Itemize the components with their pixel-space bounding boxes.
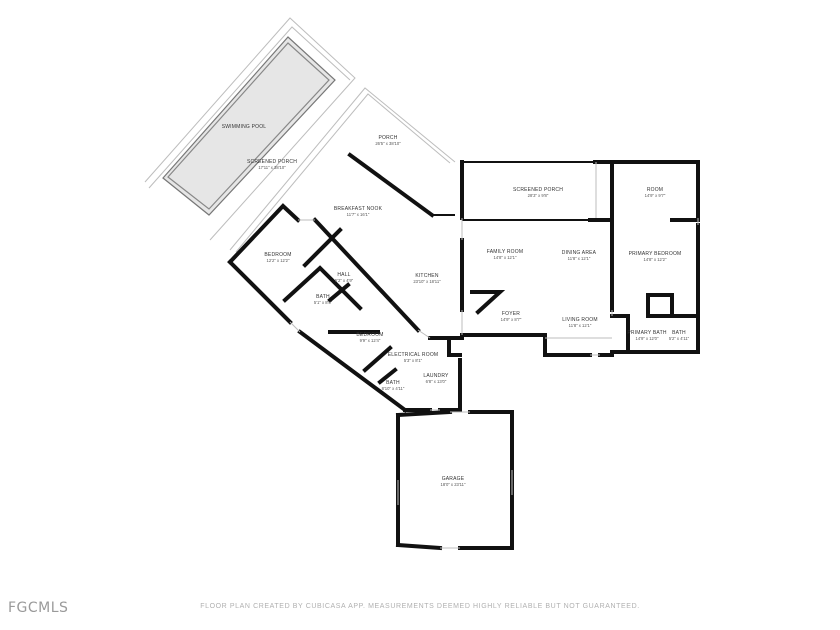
room-dim: 17'11" x 38'10" bbox=[258, 165, 286, 170]
floor-plan-disclaimer: FLOOR PLAN CREATED BY CUBICASA APP. MEAS… bbox=[200, 603, 640, 610]
room-label-primary-bath: PRIMARY BATH 14'9" x 12'0" bbox=[627, 330, 667, 341]
room-label-living-room: LIVING ROOM 11'8" x 12'1" bbox=[562, 317, 598, 328]
room-label-room: ROOM 14'9" x 9'7" bbox=[645, 187, 666, 198]
room-label-porch: PORCH 26'5" x 38'10" bbox=[375, 135, 401, 146]
room-name: BATH bbox=[386, 380, 400, 386]
room-label-garage: GARAGE 18'0" x 23'11" bbox=[441, 476, 466, 487]
room-name: LAUNDRY bbox=[423, 373, 449, 379]
room-dim: 14'8" x 12'1" bbox=[494, 255, 517, 260]
room-dim: 5'1" x 8'5" bbox=[314, 300, 333, 305]
room-name: SWIMMING POOL bbox=[222, 124, 267, 130]
room-label-primary-bedroom: PRIMARY BEDROOM 14'8" x 12'2" bbox=[629, 251, 682, 262]
room-label-breakfast-nook: BREAKFAST NOOK 11'7" x 16'1" bbox=[334, 206, 383, 217]
room-name: KITCHEN bbox=[415, 273, 439, 279]
room-dim: 6'8" x 13'0" bbox=[426, 379, 447, 384]
room-label-electrical-room: ELECTRICAL ROOM 5'3" x 8'1" bbox=[388, 352, 439, 363]
room-dim: 14'9" x 12'0" bbox=[636, 336, 659, 341]
room-name: BREAKFAST NOOK bbox=[334, 206, 383, 212]
room-name: HALL bbox=[337, 272, 350, 278]
room-dim: 5'3" x 8'1" bbox=[404, 358, 423, 363]
room-name: BEDROOM bbox=[356, 332, 383, 338]
room-dim: 26'5" x 38'10" bbox=[375, 141, 401, 146]
room-labels: SWIMMING POOL SCREENED PORCH 17'11" x 38… bbox=[222, 124, 690, 487]
room-label-screened-porch-top: SCREENED PORCH 28'3" x 9'8" bbox=[513, 187, 563, 198]
room-label-pool: SWIMMING POOL bbox=[222, 124, 267, 130]
swimming-pool-basin bbox=[162, 36, 336, 216]
room-dim: 11'7" x 16'1" bbox=[347, 212, 370, 217]
room-name: ELECTRICAL ROOM bbox=[388, 352, 439, 358]
room-name: PRIMARY BATH bbox=[627, 330, 667, 336]
room-dim: 9'9" x 12'4" bbox=[360, 338, 381, 343]
room-dim: 12'2" x 12'2" bbox=[267, 258, 290, 263]
room-name: LIVING ROOM bbox=[562, 317, 598, 323]
room-label-foyer: FOYER 14'9" x 8'7" bbox=[501, 311, 522, 322]
room-label-laundry: LAUNDRY 6'8" x 13'0" bbox=[423, 373, 449, 384]
room-label-kitchen: KITCHEN 23'10" x 18'11" bbox=[413, 273, 441, 284]
room-name: BATH bbox=[672, 330, 686, 336]
room-name: ROOM bbox=[647, 187, 663, 193]
mls-watermark: FGCMLS bbox=[8, 600, 69, 616]
room-name: GARAGE bbox=[442, 476, 465, 482]
room-label-bath-2: BATH 8'10" x 4'11" bbox=[382, 380, 405, 391]
room-dim: 23'10" x 18'11" bbox=[413, 279, 441, 284]
room-name: BATH bbox=[316, 294, 330, 300]
room-name: SCREENED PORCH bbox=[247, 159, 297, 165]
room-dim: 5'2" x 4'11" bbox=[669, 336, 690, 341]
exterior-walls bbox=[227, 152, 700, 551]
room-label-bedroom-1: BEDROOM 12'2" x 12'2" bbox=[264, 252, 291, 263]
room-dim: 14'9" x 8'7" bbox=[501, 317, 522, 322]
room-name: FOYER bbox=[502, 311, 520, 317]
room-label-dining-area: DINING AREA 11'8" x 12'1" bbox=[562, 250, 597, 261]
pool-wing bbox=[144, 17, 456, 253]
windows-and-openings bbox=[289, 162, 699, 549]
room-label-family-room: FAMILY ROOM 14'8" x 12'1" bbox=[487, 249, 523, 260]
room-label-screened-porch-left: SCREENED PORCH 17'11" x 38'10" bbox=[247, 159, 297, 170]
room-label-bath-1: BATH 5'1" x 8'5" bbox=[314, 294, 333, 305]
room-dim: 28'3" x 9'8" bbox=[528, 193, 549, 198]
room-label-bedroom-2: BEDROOM 9'9" x 12'4" bbox=[356, 332, 383, 343]
room-name: BEDROOM bbox=[264, 252, 291, 258]
room-dim: 11'8" x 12'1" bbox=[569, 323, 592, 328]
room-dim: 8'10" x 4'11" bbox=[382, 386, 405, 391]
room-dim: 14'8" x 12'2" bbox=[644, 257, 667, 262]
room-name: PRIMARY BEDROOM bbox=[629, 251, 682, 257]
room-name: DINING AREA bbox=[562, 250, 597, 256]
room-dim: 5'2" x 4'9" bbox=[335, 278, 354, 283]
room-label-hall: HALL 5'2" x 4'9" bbox=[335, 272, 354, 283]
room-dim: 11'8" x 12'1" bbox=[568, 256, 591, 261]
room-name: PORCH bbox=[378, 135, 397, 141]
room-name: FAMILY ROOM bbox=[487, 249, 523, 255]
room-name: SCREENED PORCH bbox=[513, 187, 563, 193]
room-dim: 18'0" x 23'11" bbox=[441, 482, 466, 487]
room-label-bath-3: BATH 5'2" x 4'11" bbox=[669, 330, 690, 341]
room-dim: 14'9" x 9'7" bbox=[645, 193, 666, 198]
